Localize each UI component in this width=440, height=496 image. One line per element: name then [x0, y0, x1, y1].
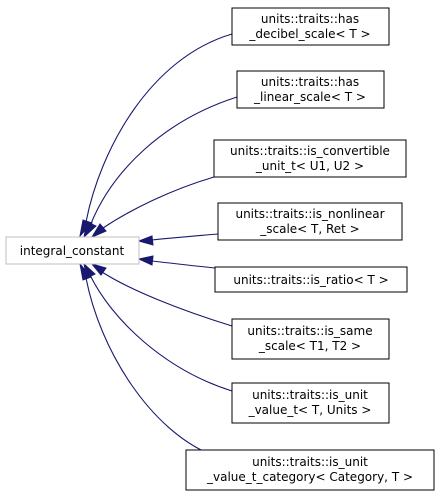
- edge-arrow-is-nonlinear: [137, 235, 154, 246]
- edge-has-decibel-scale: [85, 33, 233, 223]
- edge-is-convertible: [102, 176, 215, 229]
- node-has-linear-scale[interactable]: units::traits::has _linear_scale< T >: [236, 70, 385, 109]
- node-label-line-2: _scale< T, Ret >: [259, 222, 360, 236]
- node-label-line-1: units::traits::is_unit: [252, 388, 368, 402]
- node-is-nonlinear-scale[interactable]: units::traits::is_nonlinear _scale< T, R…: [217, 202, 403, 241]
- node-label-line-1: units::traits::is_unit: [252, 455, 368, 469]
- node-is-unit-value-t[interactable]: units::traits::is_unit _value_t< T, Unit…: [231, 382, 390, 424]
- edge-is-ratio: [151, 260, 216, 269]
- node-is-unit-value-t-category[interactable]: units::traits::is_unit _value_t_category…: [185, 449, 435, 491]
- edge-arrow-is-unit-value-t-category: [79, 262, 92, 281]
- node-integral-constant[interactable]: integral_constant: [5, 236, 140, 265]
- edge-is-nonlinear: [151, 233, 219, 241]
- node-is-convertible-unit-t[interactable]: units::traits::is_convertible _unit_t< U…: [213, 139, 407, 178]
- edge-arrow-is-same-scale: [90, 263, 107, 276]
- node-label-line-2: _value_t_category< Category, T >: [206, 470, 413, 484]
- node-label-line-1: units::traits::has: [261, 12, 359, 26]
- edge-arrow-has-linear-scale: [83, 221, 97, 239]
- node-label-line-1: units::traits::is_convertible: [230, 144, 390, 158]
- edge-has-linear-scale: [89, 96, 238, 227]
- node-label-line-2: _decibel_scale< T >: [248, 27, 370, 41]
- node-label-line-1: units::traits::is_same: [247, 324, 372, 338]
- node-label-line-2: _value_t< T, Units >: [248, 403, 372, 417]
- node-label-line-1: units::traits::has: [261, 75, 359, 89]
- node-label: units::traits::is_ratio< T >: [233, 273, 388, 287]
- node-is-ratio[interactable]: units::traits::is_ratio< T >: [214, 266, 408, 293]
- edge-is-unit-value-t-category: [85, 277, 213, 456]
- node-label-line-2: _unit_t< U1, U2 >: [255, 159, 364, 173]
- node-label-line-2: _linear_scale< T >: [253, 90, 366, 104]
- edge-is-same-scale: [101, 271, 233, 327]
- node-label: integral_constant: [20, 244, 125, 258]
- node-label-line-2: _scale< T1, T2 >: [258, 339, 361, 353]
- node-label-line-1: units::traits::is_nonlinear: [235, 207, 384, 221]
- edges: [79, 33, 238, 456]
- edge-arrow-is-ratio: [137, 255, 154, 266]
- edge-arrow-is-convertible: [90, 223, 107, 239]
- edge-is-unit-value-t: [89, 274, 233, 392]
- node-is-same-scale[interactable]: units::traits::is_same _scale< T1, T2 >: [231, 318, 390, 360]
- node-has-decibel-scale[interactable]: units::traits::has _decibel_scale< T >: [231, 7, 390, 46]
